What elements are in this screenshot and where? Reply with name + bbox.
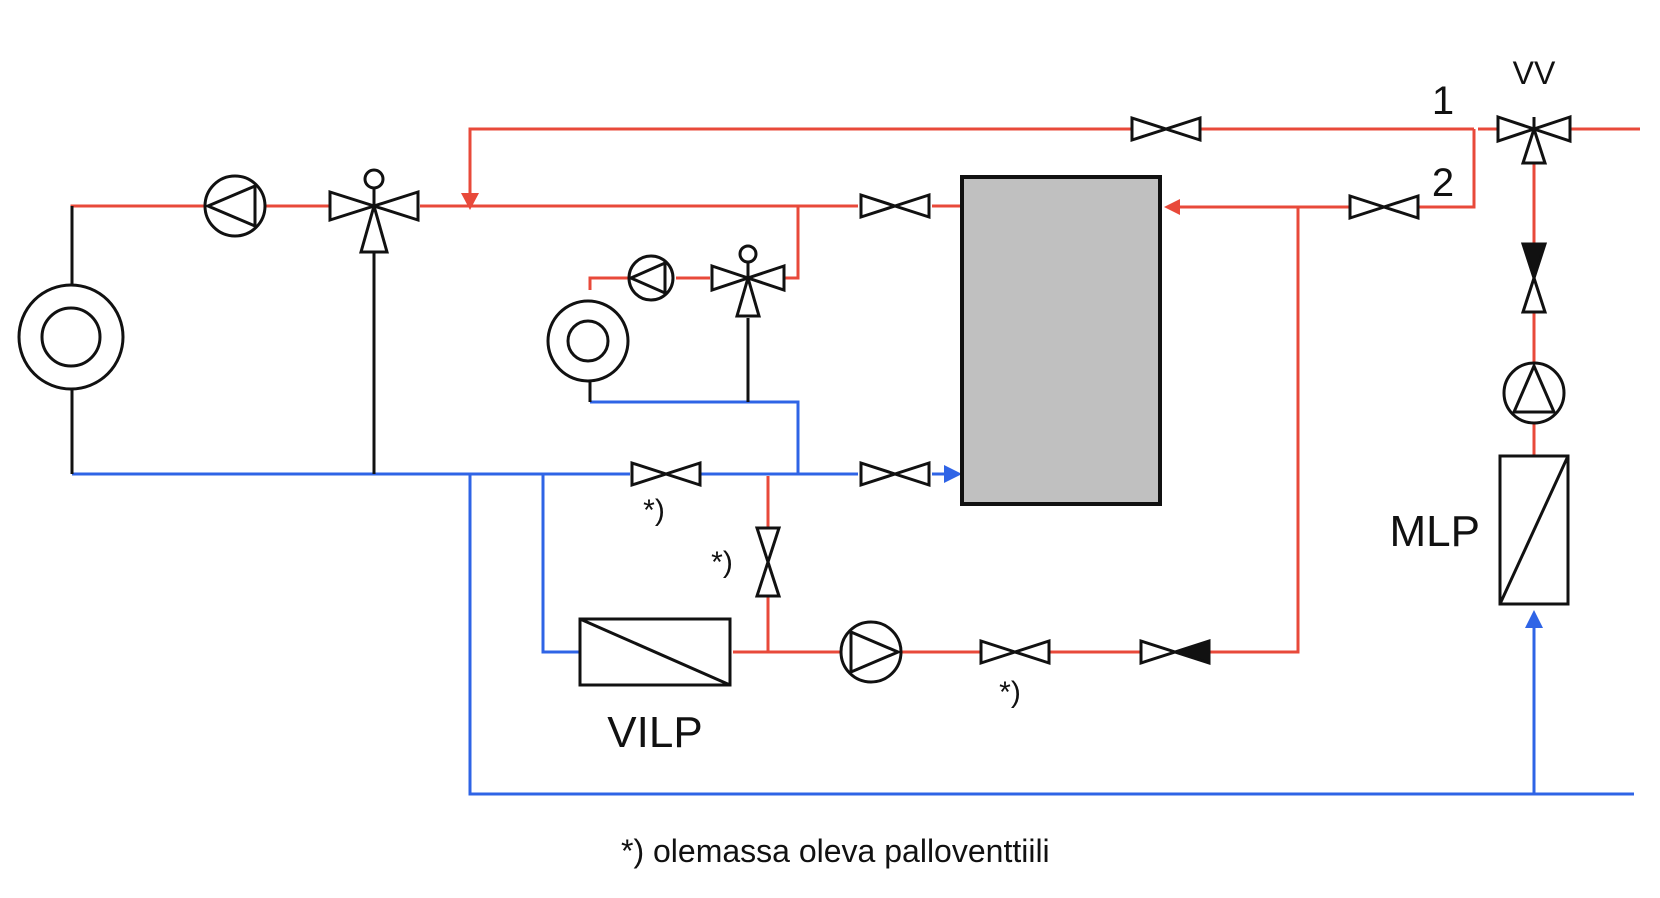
label-mlp: MLP	[1390, 507, 1480, 556]
control-lines	[70, 206, 750, 474]
pump-icon	[203, 174, 267, 238]
radiator-icon	[546, 299, 630, 383]
note-mark: *)	[643, 494, 665, 527]
footnote: *) olemassa oleva palloventtiili	[621, 833, 1050, 869]
check-valve-icon	[1521, 242, 1547, 314]
ball-valve-icon	[755, 526, 781, 598]
return-pipes	[72, 400, 1634, 796]
check-valve-icon	[1139, 639, 1211, 665]
heat-exchanger-icon	[1498, 454, 1570, 606]
note-mark: *)	[711, 546, 733, 579]
storage-tank-icon	[960, 175, 1162, 506]
radiator-icon	[17, 283, 125, 391]
three-way-valve-icon	[710, 244, 786, 318]
ball-valve-icon	[1348, 194, 1420, 220]
ball-valve-icon	[1130, 116, 1202, 142]
ball-valve-icon	[630, 461, 702, 487]
label-line-2: 2	[1432, 161, 1454, 205]
note-mark: *)	[999, 676, 1021, 709]
flow-arrows	[461, 193, 1543, 628]
pump-icon	[1502, 361, 1566, 425]
heat-exchanger-icon	[578, 617, 732, 687]
label-vilp: VILP	[607, 708, 702, 757]
three-way-valve-icon	[1496, 114, 1572, 165]
ball-valve-icon	[859, 193, 931, 219]
pump-icon	[627, 254, 675, 302]
ball-valve-icon	[979, 639, 1051, 665]
three-way-valve-icon	[328, 168, 420, 254]
ball-valve-icon	[859, 461, 931, 487]
label-vv: VV	[1513, 55, 1556, 91]
pump-icon	[839, 620, 903, 684]
label-line-1: 1	[1432, 79, 1454, 123]
